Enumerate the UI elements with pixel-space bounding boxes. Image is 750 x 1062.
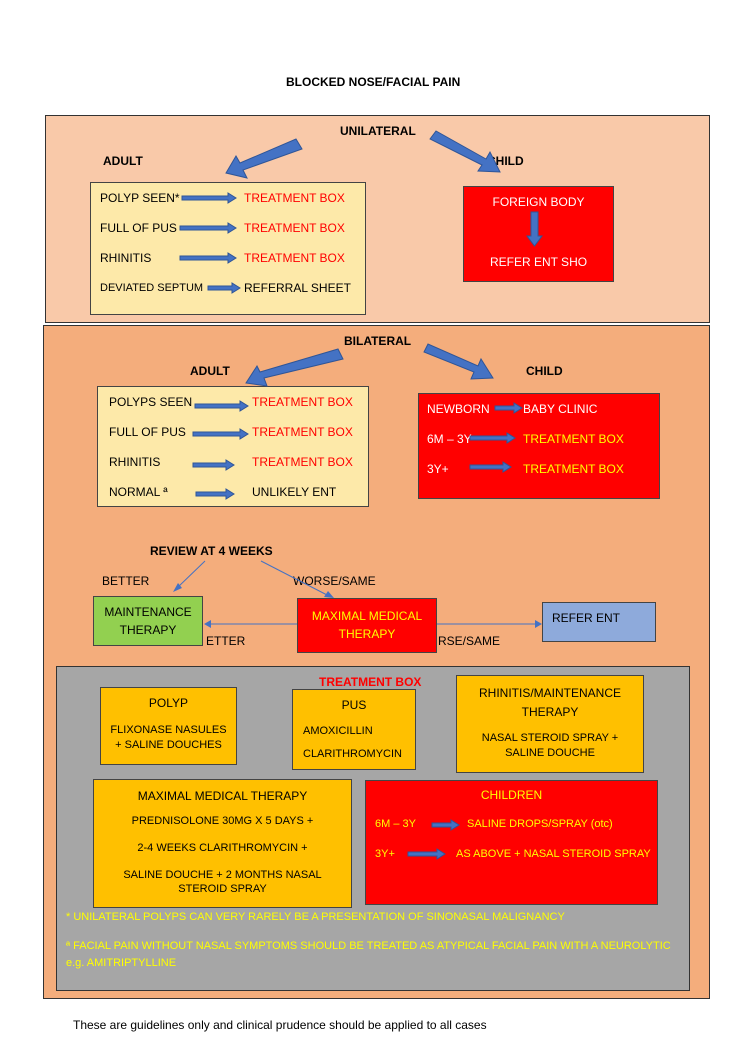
maintenance-therapy-label: MAINTENANCE THERAPY [104,605,192,637]
bilateral-target-2: TREATMENT BOX [252,425,353,439]
unilateral-child-label: CHILD [487,154,524,168]
bilateral-target-3: TREATMENT BOX [252,455,353,469]
better-partial-label: ETTER [206,634,246,648]
pus-line-2: CLARITHROMYCIN [303,748,403,760]
unilateral-heading: UNILATERAL [340,124,416,138]
pus-line-1: AMOXICILLIN [303,725,373,737]
bilateral-heading: BILATERAL [344,334,412,348]
bilateral-child-target-3: TREATMENT BOX [523,462,624,476]
unilateral-adult-label: ADULT [103,154,143,168]
children-title: CHILDREN [480,788,543,802]
better-label: BETTER [102,574,150,588]
bilateral-child-target-2: TREATMENT BOX [523,432,624,446]
footnote-facial-pain-cont: e.g. AMITRIPTYLLINE [66,957,177,969]
maximal-treatment-title: MAXIMAL MEDICAL THERAPY [137,789,308,803]
maximal-treatment-box: MAXIMAL MEDICAL THERAPY PREDNISOLONE 30M… [93,779,352,908]
footer-note: These are guidelines only and clinical p… [73,1018,487,1032]
refer-ent-label: REFER ENT [552,611,621,625]
maximal-line-1: PREDNISOLONE 30MG X 5 DAYS + [131,815,314,827]
bilateral-child-condition-2: 6M – 3Y [427,432,472,446]
refer-ent-sho-label: REFER ENT SHO [489,255,588,269]
maximal-line-4: STEROID SPRAY [178,883,267,895]
rhinitis-line-2: SALINE DOUCHE [505,747,595,759]
polyp-line-1: FLIXONASE NASULES [110,724,227,736]
pus-title: PUS [341,698,367,712]
maximal-therapy-label: MAXIMAL MEDICAL THERAPY [311,609,423,641]
polyp-title: POLYP [148,696,189,710]
footnote-facial-pain: ª FACIAL PAIN WITHOUT NASAL SYMPTOMS SHO… [66,940,671,952]
refer-ent-box [542,602,656,642]
bilateral-child-label: CHILD [526,364,563,378]
bilateral-condition-2: FULL OF PUS [109,425,186,439]
bilateral-adult-label: ADULT [190,364,230,378]
page-title: BLOCKED NOSE/FACIAL PAIN [286,75,461,89]
unilateral-target-4: REFERRAL SHEET [244,281,351,295]
unilateral-condition-2: FULL OF PUS [100,221,177,235]
bilateral-child-box [418,393,660,499]
foreign-body-label: FOREIGN BODY [492,195,585,209]
bilateral-child-target-1: BABY CLINIC [523,402,598,416]
children-treatment-1: SALINE DROPS/SPRAY (otc) [467,818,613,830]
worse-partial-label: RSE/SAME [438,634,501,648]
rhinitis-title: RHINITIS/MAINTENANCE THERAPY [478,686,621,719]
treatment-box-heading: TREATMENT BOX [319,675,422,689]
bilateral-condition-3: RHINITIS [109,455,161,469]
unilateral-condition-4: DEVIATED SEPTUM [100,282,204,294]
unilateral-target-2: TREATMENT BOX [244,221,345,235]
bilateral-condition-1: POLYPS SEEN [109,395,193,409]
footnote-unilateral-polyps: * UNILATERAL POLYPS CAN VERY RARELY BE A… [66,911,565,923]
pus-box: PUS AMOXICILLIN CLARITHROMYCIN [292,689,416,770]
children-box [365,780,658,905]
bilateral-child-condition-3: 3Y+ [427,462,449,476]
worse-same-label: WORSE/SAME [293,574,376,588]
polyp-box: POLYP FLIXONASE NASULES + SALINE DOUCHES [100,687,237,765]
bilateral-target-1: TREATMENT BOX [252,395,353,409]
rhinitis-box: RHINITIS/MAINTENANCE THERAPY NASAL STERO… [456,675,644,773]
unilateral-target-1: TREATMENT BOX [244,191,345,205]
maximal-line-2: 2-4 WEEKS CLARITHROMYCIN + [137,842,308,854]
children-age-1: 6M – 3Y [375,818,416,830]
unilateral-condition-3: RHINITIS [100,251,152,265]
rhinitis-line-1: NASAL STEROID SPRAY + [481,732,619,744]
maximal-line-3: SALINE DOUCHE + 2 MONTHS NASAL [123,869,322,881]
maximal-therapy-box: MAXIMAL MEDICAL THERAPY [297,598,437,653]
bilateral-child-condition-1: NEWBORN [427,402,490,416]
children-treatment-2: AS ABOVE + NASAL STEROID SPRAY [456,848,651,860]
bilateral-target-4: UNLIKELY ENT [252,485,337,499]
maintenance-therapy-box: MAINTENANCE THERAPY [93,596,203,646]
unilateral-target-3: TREATMENT BOX [244,251,345,265]
unilateral-condition-1: POLYP SEEN* [100,191,180,205]
review-heading: REVIEW AT 4 WEEKS [150,544,273,558]
bilateral-condition-4: NORMAL ª [109,485,168,499]
children-age-2: 3Y+ [375,848,395,860]
polyp-line-2: + SALINE DOUCHES [115,739,222,751]
